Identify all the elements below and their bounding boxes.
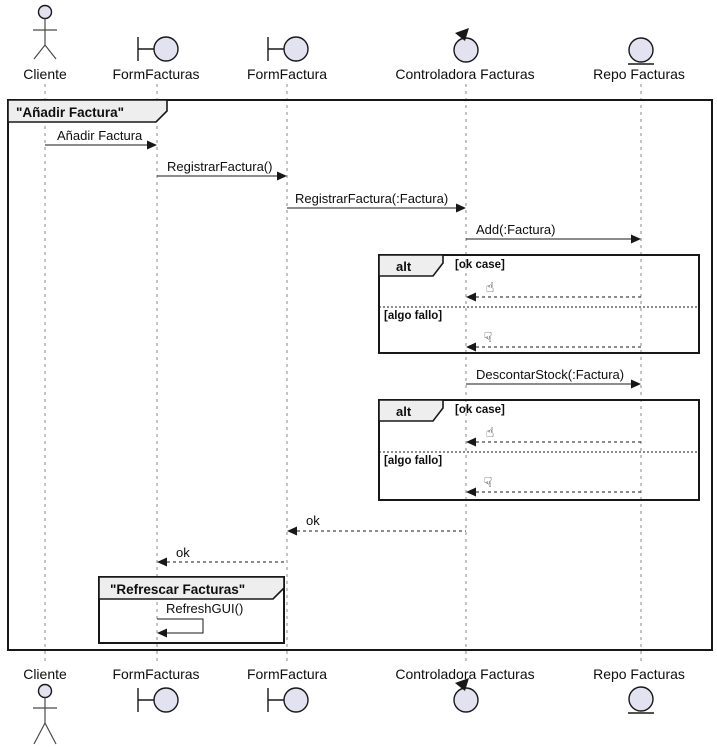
boundary-icon [137, 687, 179, 713]
boundary-icon [137, 36, 179, 62]
actor-icon [33, 4, 57, 60]
message-ok-to-formfacturas: ok [157, 545, 287, 567]
participants-top: Cliente FormFacturas FormFactura Control… [23, 4, 685, 82]
arrowhead-right [631, 379, 641, 389]
refresh-frame-title-tab [98, 576, 285, 600]
main-frame: "Añadir Factura" [7, 99, 713, 651]
participant-cliente-top: Cliente [23, 4, 67, 82]
message-anadir-factura: Añadir Factura [45, 128, 157, 150]
message-label: RegistrarFactura() [167, 159, 272, 174]
thumbs-up-icon: ☝ [486, 425, 495, 441]
participant-formfacturas-bottom: FormFacturas [112, 666, 200, 713]
participant-repo-top: Repo Facturas [593, 37, 685, 82]
alt-frame-2: alt [ok case] ☝ [algo fallo] ☟ [378, 399, 700, 501]
participant-cliente-bottom: Cliente [23, 666, 67, 745]
message-descontarstock: DescontarStock(:Factura) [466, 367, 641, 389]
participant-label: FormFacturas [112, 66, 199, 82]
arrowhead-right [147, 140, 157, 150]
arrowhead-right [277, 171, 287, 181]
participant-label: Repo Facturas [593, 666, 685, 682]
participant-label: Cliente [23, 666, 67, 682]
message-label: RegistrarFactura(:Factura) [295, 191, 448, 206]
arrowhead-right [456, 203, 466, 213]
participant-repo-bottom: Repo Facturas [593, 666, 685, 714]
guard-algo-fallo: [algo fallo] [384, 310, 442, 322]
participant-label: FormFactura [247, 66, 327, 82]
participant-formfacturas-top: FormFacturas [112, 36, 200, 82]
actor-icon [33, 683, 57, 745]
participant-label: FormFactura [247, 666, 327, 682]
thumbs-up-icon: ☝ [486, 280, 495, 296]
arrowhead-left [157, 557, 167, 567]
message-add-factura: Add(:Factura) [466, 222, 641, 244]
participant-label: Controladora Facturas [395, 66, 534, 82]
message-label: ok [176, 545, 190, 560]
arrowhead-left [287, 526, 297, 536]
boundary-icon [267, 36, 309, 62]
guard-algo-fallo: [algo fallo] [384, 455, 442, 467]
control-icon [453, 678, 479, 713]
message-refreshgui-self: RefreshGUI() [157, 601, 243, 638]
boundary-icon [267, 687, 309, 713]
arrowhead-left [466, 437, 476, 447]
alt-operator-label: alt [396, 259, 412, 274]
guard-ok-case: [ok case] [455, 259, 505, 271]
thumbs-down-icon: ☟ [484, 330, 493, 346]
arrowhead-right [631, 234, 641, 244]
participant-label: Controladora Facturas [395, 666, 534, 682]
participant-formfactura-bottom: FormFactura [247, 666, 327, 713]
arrowhead-left [466, 342, 476, 352]
arrowhead-left [466, 292, 476, 302]
main-frame-border [7, 99, 713, 651]
participant-label: FormFacturas [112, 666, 199, 682]
control-icon [453, 28, 479, 63]
arrowhead-left [157, 628, 167, 638]
arrowhead-left [466, 487, 476, 497]
participant-label: Cliente [23, 66, 67, 82]
self-message-loop [157, 618, 204, 634]
participants-bottom: Cliente FormFacturas FormFactura Control… [23, 666, 685, 745]
alt-frame-border [378, 399, 700, 501]
lifelines [44, 84, 642, 665]
main-frame-title: "Añadir Factura" [16, 105, 124, 120]
participant-formfactura-top: FormFactura [247, 36, 327, 82]
message-ok-to-formfactura: ok [287, 513, 466, 536]
refresh-frame-title: "Refrescar Facturas" [110, 582, 245, 597]
thumbs-down-icon: ☟ [484, 475, 493, 491]
message-label: Add(:Factura) [476, 222, 555, 237]
guard-ok-case: [ok case] [455, 404, 505, 416]
entity-icon [628, 37, 654, 65]
entity-icon [628, 686, 654, 714]
alt-operator-label: alt [396, 404, 412, 419]
participant-label: Repo Facturas [593, 66, 685, 82]
main-frame-title-tab [7, 99, 168, 123]
alt-frame-1: alt [ok case] ☝ [algo fallo] ☟ [378, 254, 700, 354]
alt-frame-border [378, 254, 700, 354]
message-label: RefreshGUI() [166, 601, 243, 616]
message-label: DescontarStock(:Factura) [476, 367, 624, 382]
message-label: Añadir Factura [57, 128, 143, 143]
participant-controladora-top: Controladora Facturas [395, 28, 535, 82]
participant-controladora-bottom: Controladora Facturas [395, 666, 535, 713]
alt-operator-tab [378, 254, 444, 277]
alt-operator-tab [378, 399, 444, 422]
refresh-frame: "Refrescar Facturas" RefreshGUI() [98, 576, 285, 644]
message-registrarfactura-factura: RegistrarFactura(:Factura) [287, 191, 466, 213]
message-label: ok [306, 513, 320, 528]
message-registrarfactura: RegistrarFactura() [157, 159, 287, 181]
